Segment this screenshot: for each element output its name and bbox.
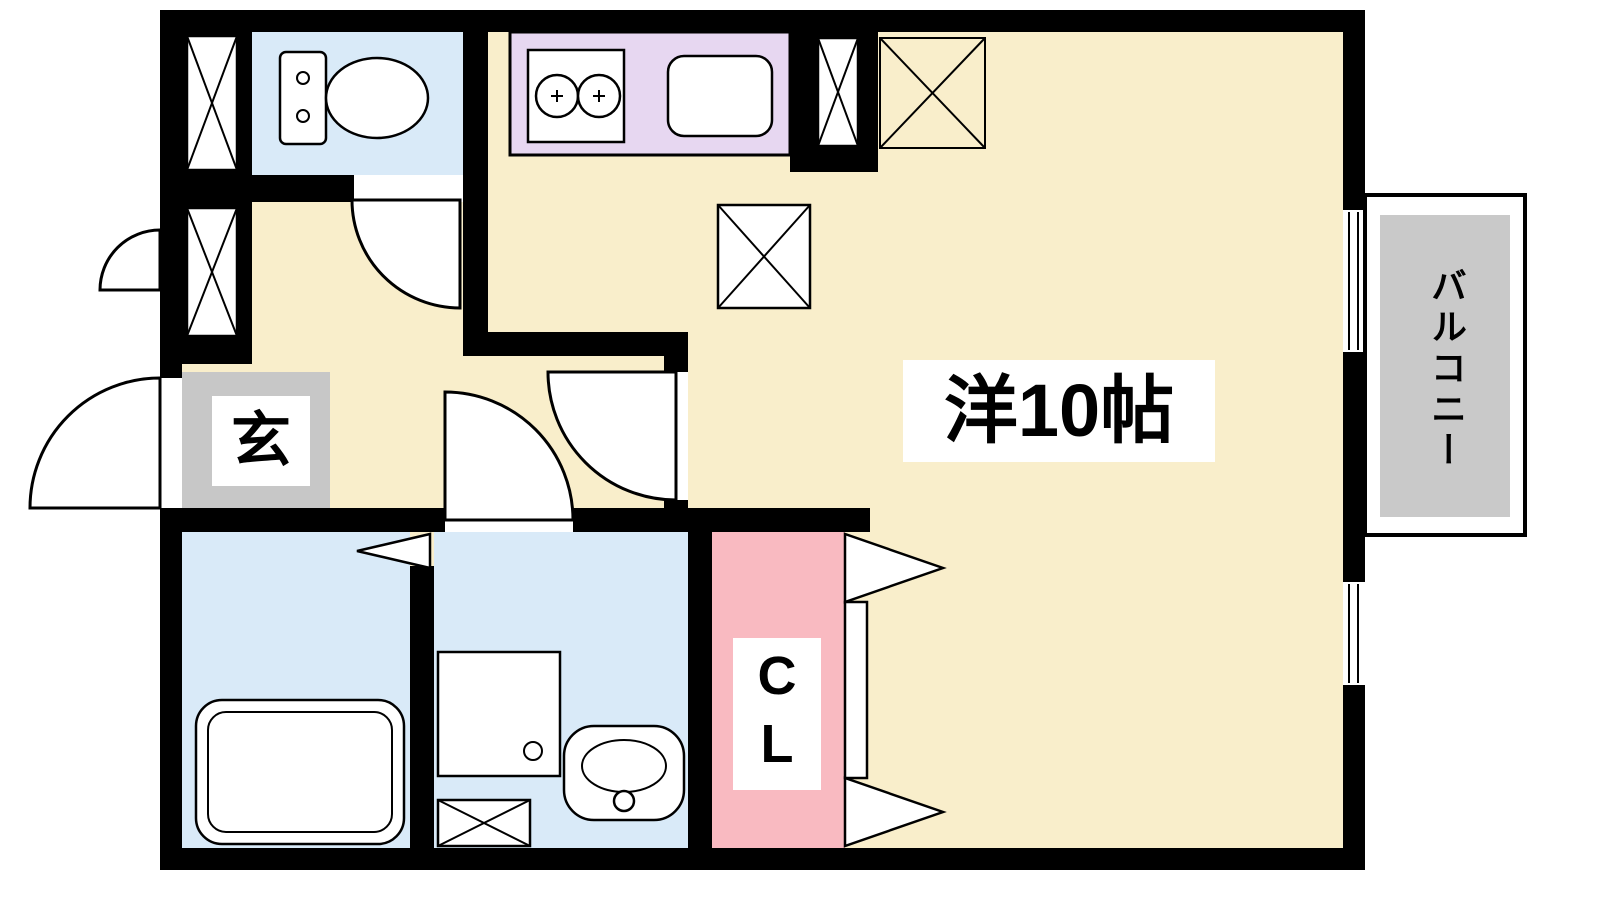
wall-left-upper xyxy=(160,10,182,378)
entrance-doorway xyxy=(160,378,182,508)
main-room-door-arc-icon xyxy=(546,370,678,502)
toilet-button xyxy=(296,109,310,123)
small-door-arc-icon xyxy=(98,228,162,292)
window-x-line xyxy=(817,37,859,147)
bathtub-outer xyxy=(194,698,406,846)
balcony-label: バルコニー xyxy=(1426,266,1467,472)
main-room-label: 洋10帖 xyxy=(903,360,1215,462)
wall-closet-left xyxy=(688,532,712,848)
washroom-door-arc-icon xyxy=(443,390,575,522)
washroom-window-icon xyxy=(436,798,532,848)
entrance-door-arc-icon xyxy=(28,376,162,510)
toilet-icon xyxy=(278,50,430,146)
column-x-icon xyxy=(716,203,812,310)
washbasin-drain xyxy=(612,789,636,813)
washer-drain xyxy=(523,741,543,761)
wall-hall-top xyxy=(463,332,688,356)
washer-pan xyxy=(436,650,562,778)
stove-icon xyxy=(526,48,626,144)
window-top-left-icon xyxy=(185,34,239,172)
closet-doors-icon xyxy=(843,532,947,848)
toilet-button xyxy=(296,71,310,85)
wall-top xyxy=(160,10,1365,32)
kitchen-sink-icon xyxy=(666,54,774,138)
bathtub-inner xyxy=(207,711,393,833)
toilet-tank xyxy=(278,50,328,146)
toilet-door-arc-icon xyxy=(350,198,462,310)
washbasin-icon xyxy=(562,724,686,822)
window-x-line xyxy=(186,207,238,337)
closet-door-triangle-bottom xyxy=(843,776,947,848)
wall-toilet-right xyxy=(463,32,488,332)
wall-left-lower xyxy=(160,508,182,870)
wall-hall-bottom-right xyxy=(573,508,870,532)
wall-toilet-bottom xyxy=(182,175,354,202)
bathroom-door-icon xyxy=(356,532,432,570)
window-x-line xyxy=(186,35,238,171)
balcony-deck xyxy=(1380,215,1510,517)
wall-bath-divider xyxy=(410,566,434,848)
closet-door-triangle-top xyxy=(843,532,947,604)
bathtub-icon xyxy=(194,698,406,846)
x-line xyxy=(879,37,986,149)
window-mid-left-icon xyxy=(185,206,239,338)
wall-door-jamb-upper xyxy=(664,356,688,372)
washer-pan-icon xyxy=(436,650,562,778)
closet-label: CL xyxy=(733,638,821,790)
toilet-bowl xyxy=(324,56,430,140)
window-x-line xyxy=(437,799,531,847)
refrigerator-space-icon xyxy=(879,37,986,149)
wall-right-upper xyxy=(1343,10,1365,210)
closet-door-panel xyxy=(843,600,869,780)
entrance-label: 玄 xyxy=(212,396,310,486)
wall-hall-bottom-left xyxy=(182,508,445,532)
wall-right-lower xyxy=(1343,685,1365,870)
washbasin-body xyxy=(562,724,686,822)
kitchen-shaft-window-icon xyxy=(816,36,860,148)
balcony-window-upper-icon xyxy=(1348,212,1359,350)
x-line xyxy=(717,204,811,309)
wall-right-middle xyxy=(1343,352,1365,582)
toilet-doorway xyxy=(354,175,463,202)
balcony-window-lower-icon xyxy=(1348,584,1359,683)
wall-bottom xyxy=(160,848,1365,870)
